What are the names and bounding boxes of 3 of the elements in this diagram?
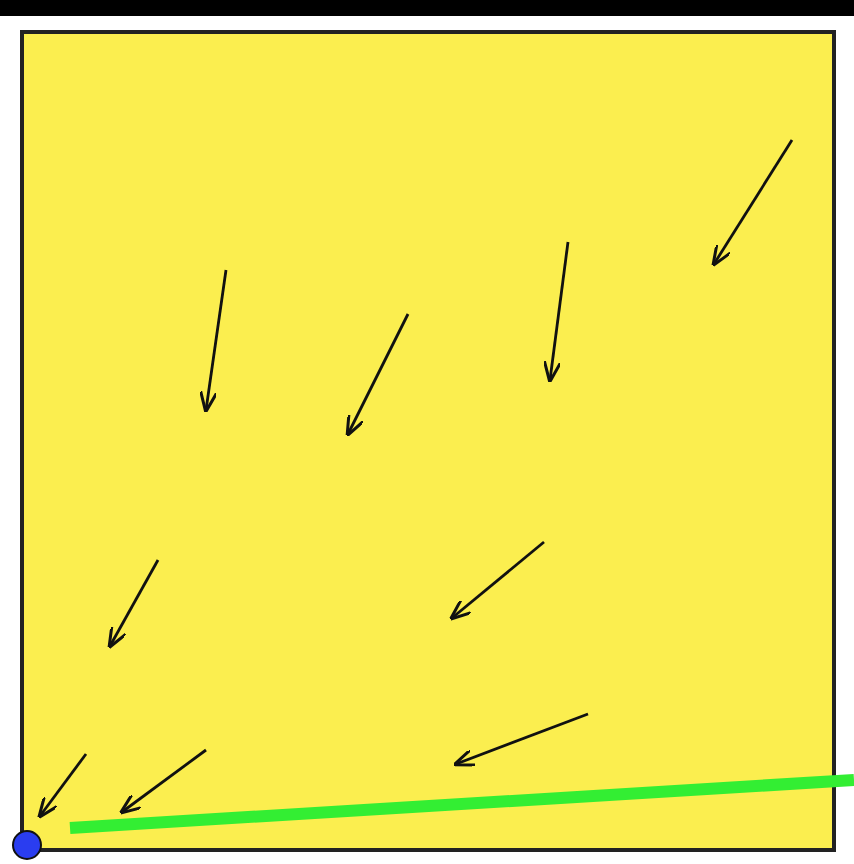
dot-marker <box>12 830 42 860</box>
square-panel <box>20 30 836 852</box>
arrow <box>37 753 88 820</box>
